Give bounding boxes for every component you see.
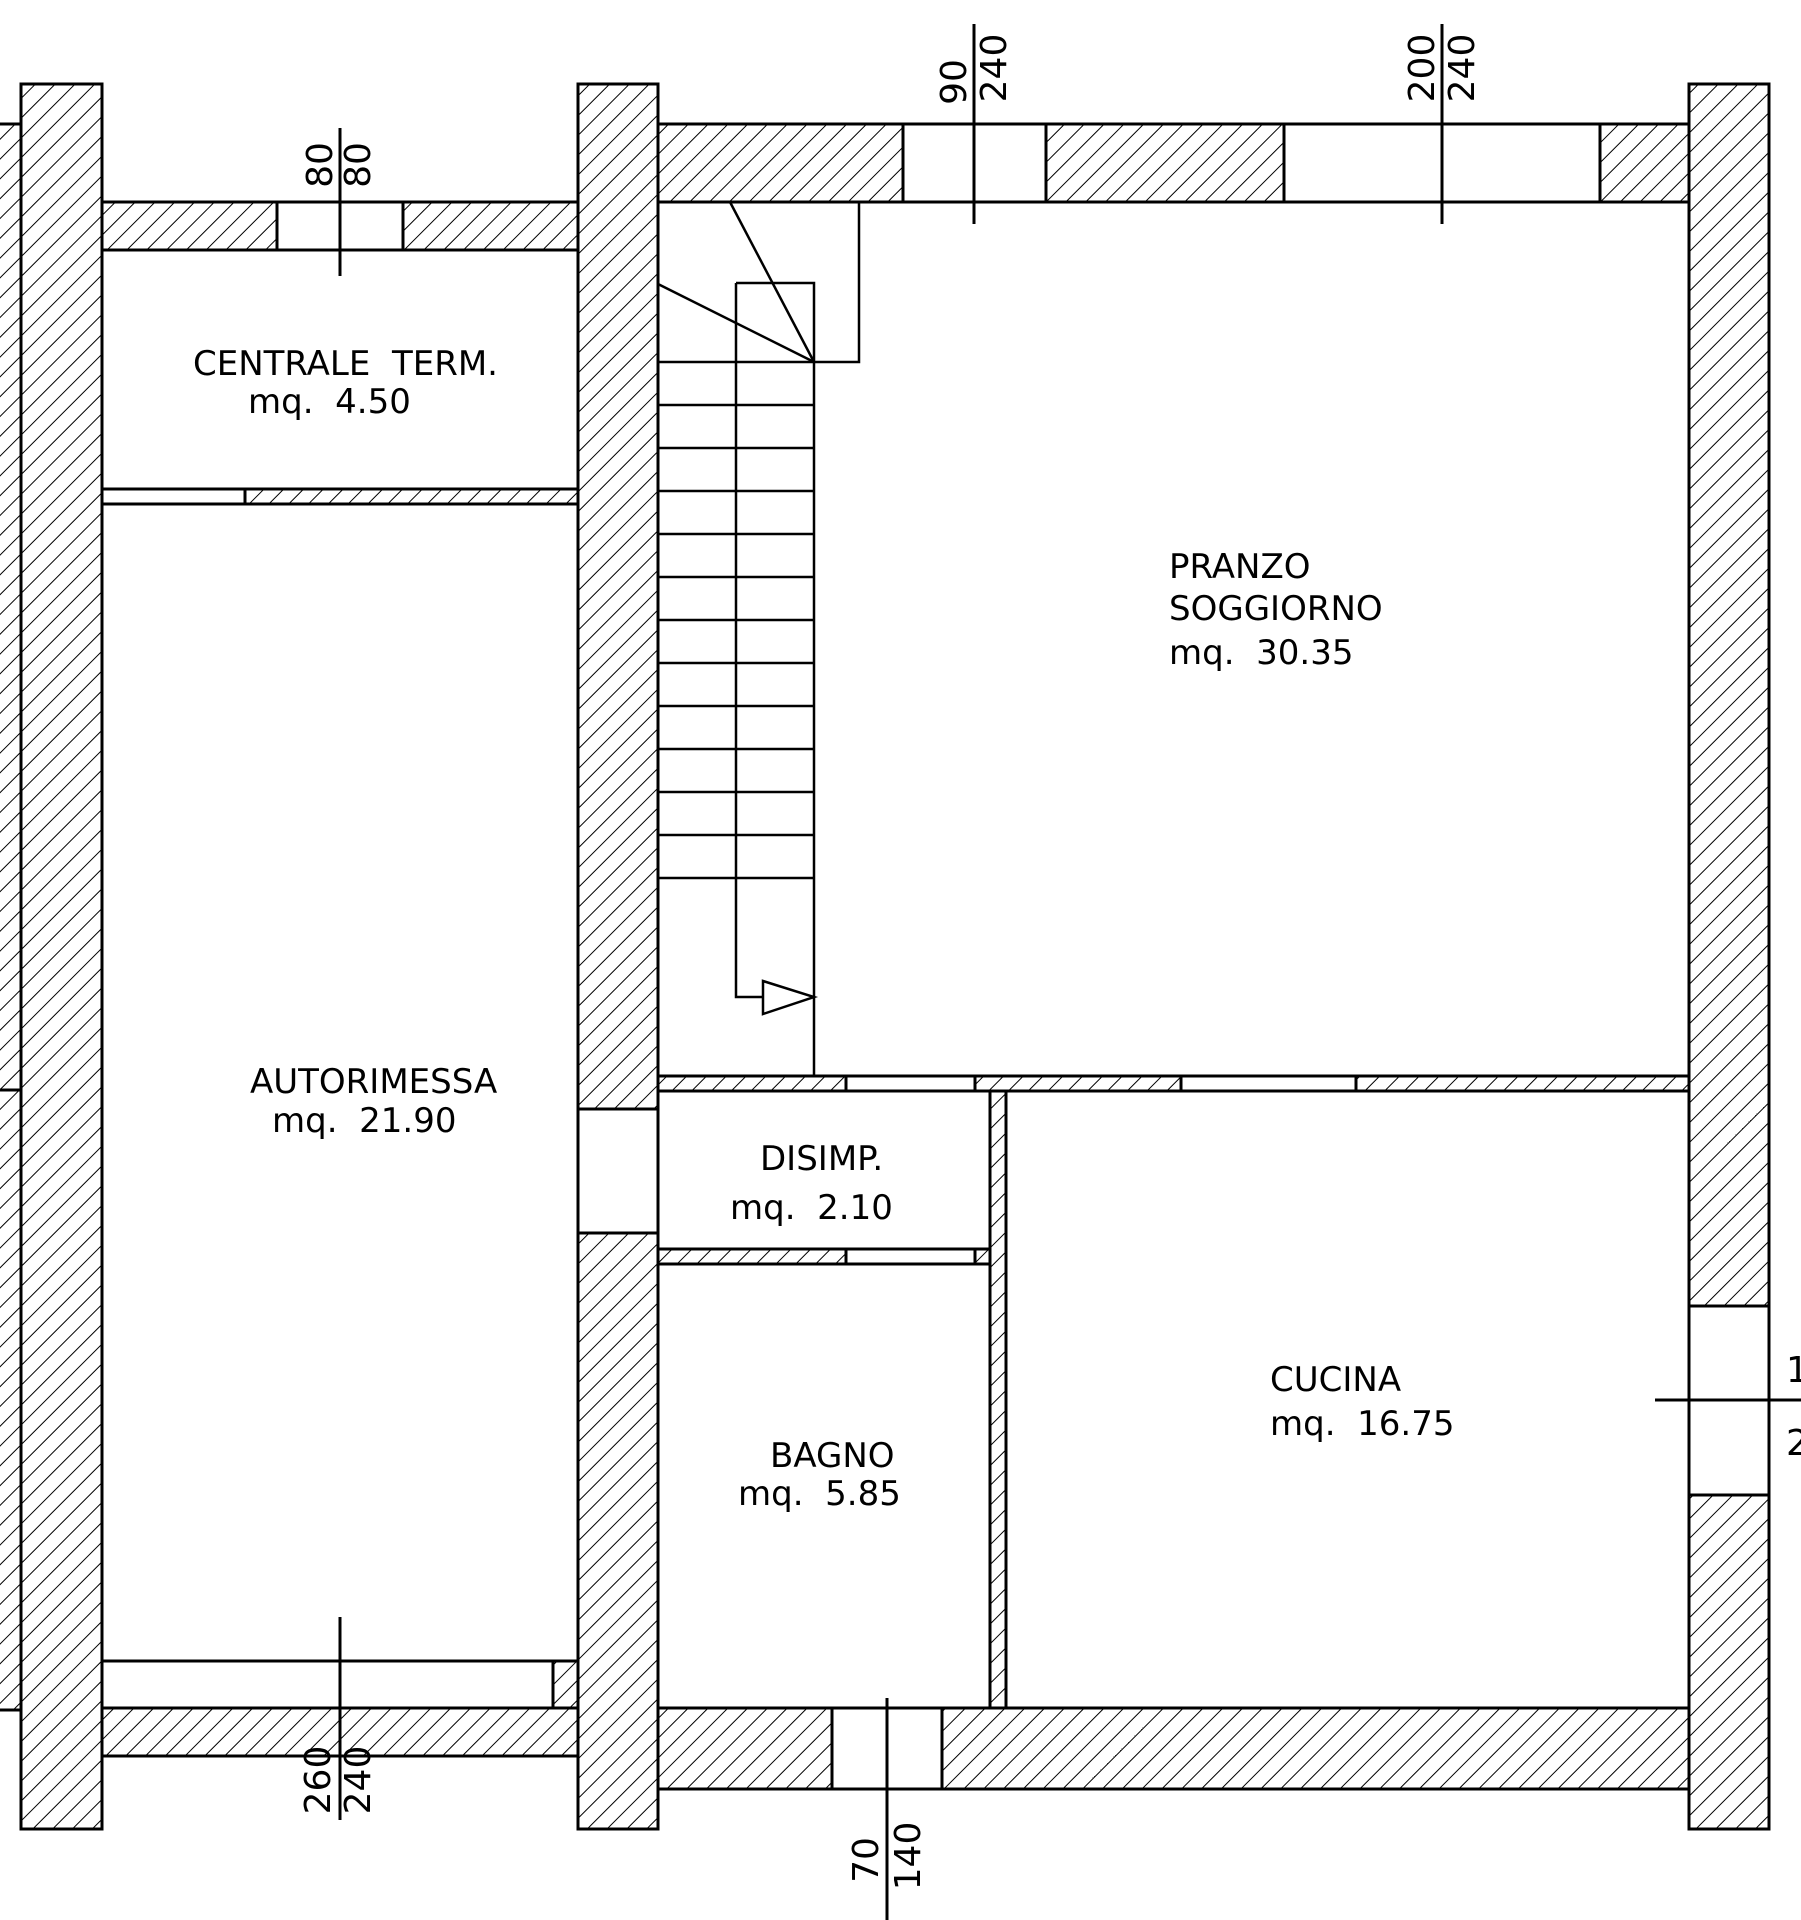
bagno-outline: [656, 1262, 992, 1710]
pranzo-outline: [656, 200, 1691, 1078]
top-wall-a: [656, 122, 905, 204]
top-wall-c: [1598, 122, 1691, 204]
cucina-window-height: 2: [1786, 1423, 1801, 1464]
pranzo-partition-a: [656, 1074, 848, 1093]
winder-line-1: [728, 201, 816, 363]
centrale-top-wall-a: [100, 200, 279, 252]
room-labels: CENTRALE TERM. mq. 4.50 AUTORIMESSA mq. …: [193, 344, 1454, 1514]
right-outer-wall-lower: [1687, 1493, 1771, 1831]
disimp-bottom-partition: [656, 1247, 848, 1266]
cucina-area: mq. 16.75: [1270, 1404, 1454, 1444]
stair-direction-line: [734, 283, 763, 999]
bagno-window-height: 140: [888, 1822, 929, 1891]
pranzo-soggiorno-area: mq. 30.35: [1169, 633, 1353, 673]
centrale-term-area: mq. 4.50: [248, 382, 411, 422]
cucina-window-width: 1: [1786, 1350, 1801, 1391]
bottom-wall-a: [656, 1706, 834, 1791]
garage-door-width: 260: [298, 1746, 339, 1815]
top-window-1-height: 240: [974, 34, 1015, 103]
disimp-area: mq. 2.10: [730, 1188, 893, 1228]
centrale-top-wall-b: [401, 200, 580, 252]
right-outer-wall-upper: [1687, 82, 1771, 1308]
central-wall-lower: [576, 1231, 660, 1831]
disimp-name: DISIMP.: [760, 1139, 883, 1179]
passage-opening: [576, 1107, 660, 1235]
autorimessa-bottom-jamb: [551, 1659, 580, 1710]
winder-line-2: [657, 282, 815, 364]
central-wall-upper: [576, 82, 660, 1111]
left-edge-wall-lower: [0, 1088, 23, 1712]
bagno-cucina-partition: [988, 1089, 1008, 1710]
top-wall-b: [1044, 122, 1286, 204]
stair-arrow: [657, 200, 861, 1076]
pranzo-partition-b: [973, 1074, 1183, 1093]
centrale-window-height: 80: [338, 142, 379, 188]
top-window-1-width: 90: [934, 59, 975, 105]
stair-newel: [814, 200, 861, 364]
dimension-labels: 80 80 90 240 200 240 260 240 70 140 1 2: [298, 34, 1801, 1891]
soggiorno-name: SOGGIORNO: [1169, 589, 1383, 629]
top-window-2-width: 200: [1402, 34, 1443, 103]
top-window-2-height: 240: [1442, 34, 1483, 103]
centrale-window-width: 80: [300, 142, 341, 188]
garage-door-height: 240: [338, 1746, 379, 1815]
pranzo-partition-c: [1354, 1074, 1691, 1093]
bagno-area: mq. 5.85: [738, 1474, 901, 1514]
centrale-partition: [243, 487, 580, 506]
autorimessa-area: mq. 21.90: [272, 1101, 456, 1141]
centrale-term-name: CENTRALE TERM.: [193, 344, 498, 384]
stair-landing-box: [736, 281, 816, 362]
left-edge-wall: [0, 122, 23, 1172]
bagno-window-width: 70: [846, 1837, 887, 1883]
walls: [0, 82, 1771, 1831]
stair-arrow-head: [761, 979, 819, 1016]
pranzo-name: PRANZO: [1169, 547, 1311, 587]
autorimessa-name: AUTORIMESSA: [250, 1062, 497, 1102]
left-outer-wall: [19, 82, 104, 1831]
garage-door-frame: [100, 1659, 555, 1710]
cucina-name: CUCINA: [1270, 1360, 1401, 1400]
bagno-name: BAGNO: [770, 1436, 895, 1476]
bottom-wall-b: [940, 1706, 1691, 1791]
disimp-right-jamb: [973, 1247, 992, 1266]
dimension-lines: [338, 24, 1801, 1920]
